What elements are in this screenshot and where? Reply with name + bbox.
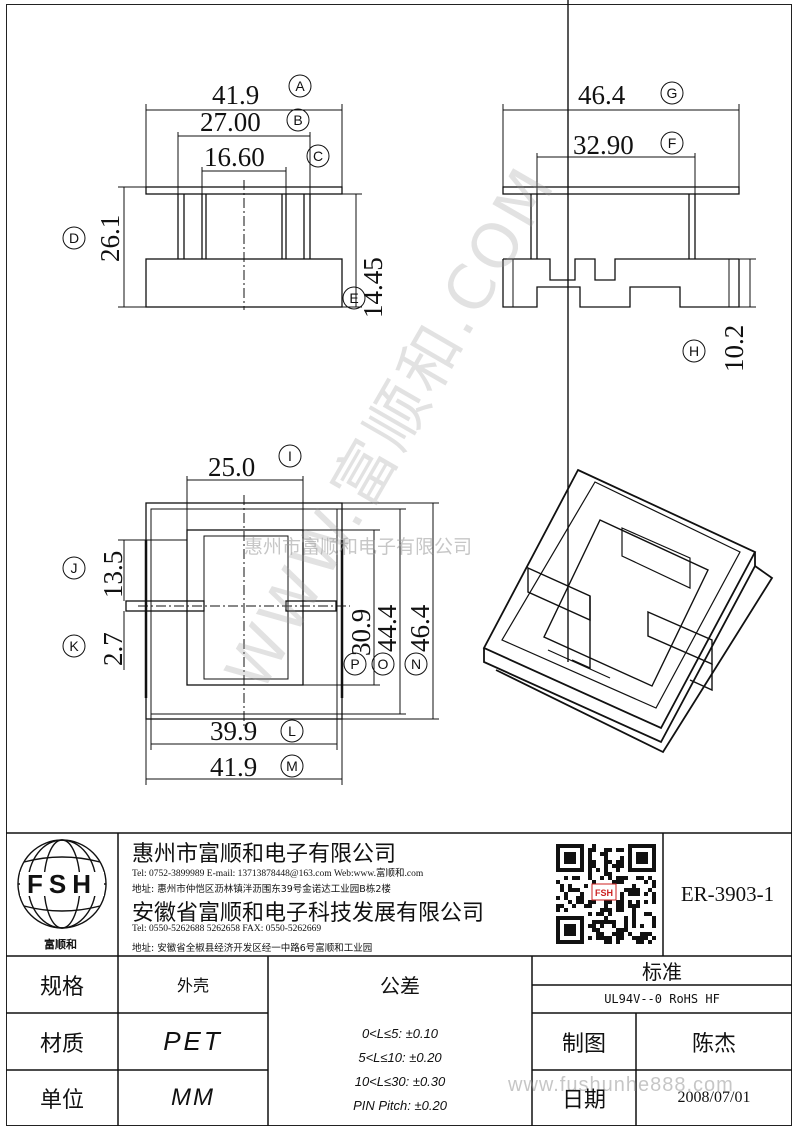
dim-k: 2.7 bbox=[98, 632, 128, 666]
callout-f: F bbox=[660, 131, 684, 155]
drawn-label: 制图 bbox=[561, 1031, 606, 1057]
callout-b: B bbox=[286, 108, 310, 132]
tolerance-row: 5<L≤10: ±0.20 bbox=[358, 1050, 442, 1065]
company2-contact: Tel: 0550-5262688 5262658 FAX: 0550-5262… bbox=[132, 924, 322, 934]
dim-j: 13.5 bbox=[98, 551, 128, 598]
callout-j: J bbox=[62, 556, 86, 580]
standard-label: 标准 bbox=[642, 960, 682, 984]
logo-text: FSH bbox=[27, 869, 97, 899]
unit-label: 单位 bbox=[39, 1088, 84, 1113]
date-label: 日期 bbox=[561, 1088, 606, 1113]
svg-text:F: F bbox=[668, 135, 677, 151]
qr-code-icon bbox=[556, 844, 656, 944]
svg-text:N: N bbox=[411, 656, 421, 672]
spec-value: 外壳 bbox=[176, 976, 209, 995]
dim-h: 10.2 bbox=[719, 325, 749, 372]
company2-name: 安徽省富顺和电子科技发展有限公司 bbox=[132, 901, 485, 926]
callout-m: M bbox=[280, 754, 304, 778]
company2-address: 地址: 安徽省全椒县经济开发区经一中路6号富顺和工业园 bbox=[132, 943, 373, 954]
isometric-view bbox=[482, 0, 774, 754]
company1-address: 地址: 惠州市仲恺区沥林镇泮沥围东39号金诺达工业园B栋2楼 bbox=[132, 884, 391, 895]
dim-m: 41.9 bbox=[210, 752, 257, 782]
dim-f: 32.90 bbox=[573, 130, 634, 160]
svg-text:K: K bbox=[69, 638, 79, 654]
standard-value: UL94V--0 RoHS HF bbox=[604, 992, 720, 1006]
callout-a: A bbox=[288, 74, 312, 98]
top-view bbox=[118, 476, 439, 785]
unit-value: MM bbox=[171, 1084, 215, 1111]
svg-text:P: P bbox=[350, 656, 359, 672]
svg-text:M: M bbox=[286, 758, 298, 774]
dim-o: 44.4 bbox=[372, 604, 402, 652]
callout-n: N bbox=[404, 652, 428, 676]
svg-text:B: B bbox=[293, 112, 302, 128]
dim-n: 46.4 bbox=[405, 604, 435, 652]
callout-c: C bbox=[306, 144, 330, 168]
svg-text:A: A bbox=[295, 78, 305, 94]
dim-l: 39.9 bbox=[210, 716, 257, 746]
part-number: ER-3903-1 bbox=[680, 882, 775, 906]
callout-l: L bbox=[280, 719, 304, 743]
svg-text:C: C bbox=[313, 148, 323, 164]
company1-contact: Tel: 0752-3899989 E-mail: 13713878448@16… bbox=[132, 869, 424, 879]
logo-caption: 富顺和 bbox=[44, 938, 77, 951]
svg-text:I: I bbox=[288, 448, 292, 464]
side-view bbox=[502, 104, 756, 308]
callout-p: P bbox=[343, 652, 367, 676]
svg-text:O: O bbox=[378, 656, 389, 672]
callout-e: E bbox=[342, 286, 366, 310]
watermark-center: 惠州市富顺和电子有限公司 bbox=[244, 536, 473, 558]
material-label: 材质 bbox=[39, 1031, 84, 1057]
title-block-grid bbox=[6, 832, 792, 1126]
callout-d: D bbox=[62, 226, 86, 250]
dim-b: 27.00 bbox=[200, 107, 261, 137]
drawn-value: 陈杰 bbox=[691, 1031, 736, 1057]
dim-p: 30.9 bbox=[346, 609, 376, 656]
tolerance-row: PIN Pitch: ±0.20 bbox=[353, 1098, 447, 1113]
dim-c: 16.60 bbox=[204, 142, 265, 172]
dim-g: 46.4 bbox=[578, 80, 626, 110]
tolerance-row: 10<L≤30: ±0.30 bbox=[354, 1074, 446, 1089]
svg-text:D: D bbox=[69, 230, 79, 246]
svg-text:G: G bbox=[667, 85, 678, 101]
callout-o: O bbox=[371, 652, 395, 676]
dim-i: 25.0 bbox=[208, 452, 255, 482]
dim-d: 26.1 bbox=[95, 215, 125, 262]
material-value: PET bbox=[163, 1026, 223, 1056]
dim-e: 14.45 bbox=[358, 257, 388, 318]
qr-caption: FSH bbox=[595, 888, 613, 898]
company1-name: 惠州市富顺和电子有限公司 bbox=[132, 842, 397, 867]
watermark-bottom: www.fushunhe888.com bbox=[508, 1074, 734, 1096]
tolerance-label: 公差 bbox=[380, 974, 420, 998]
spec-label: 规格 bbox=[39, 974, 84, 1000]
drawing-frame bbox=[6, 4, 792, 1126]
svg-text:J: J bbox=[71, 560, 78, 576]
svg-text:E: E bbox=[349, 290, 358, 306]
callout-g: G bbox=[660, 81, 684, 105]
svg-text:L: L bbox=[288, 723, 296, 739]
front-view bbox=[118, 104, 362, 310]
svg-text:H: H bbox=[689, 343, 699, 359]
callout-i: I bbox=[278, 444, 302, 468]
callout-k: K bbox=[62, 634, 86, 658]
callout-h: H bbox=[682, 339, 706, 363]
date-value: 2008/07/01 bbox=[677, 1089, 751, 1106]
tolerance-row: 0<L≤5: ±0.10 bbox=[361, 1026, 439, 1041]
tolerance-list: 0<L≤5: ±0.10 5<L≤10: ±0.20 10<L≤30: ±0.3… bbox=[268, 1022, 532, 1118]
dim-a: 41.9 bbox=[212, 80, 259, 110]
